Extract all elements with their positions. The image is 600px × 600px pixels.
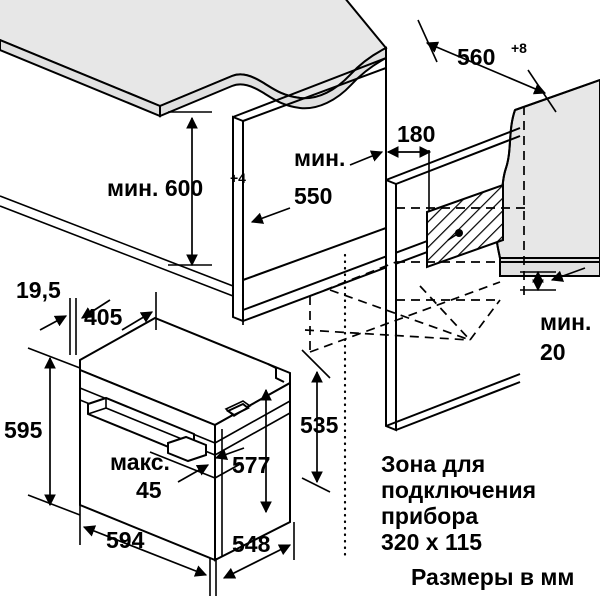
oven-panel-right-wrap-2 <box>214 412 291 456</box>
label-594: 594 <box>106 527 145 553</box>
dim-405-arrow-right <box>121 311 154 331</box>
annotation-line-1: Зона для <box>381 451 485 477</box>
label-595: 595 <box>4 417 43 443</box>
label-max-45-line1: макс. <box>110 449 170 475</box>
partition-panel <box>385 178 397 432</box>
niche-bottom-edge <box>242 227 387 281</box>
niche-left-panel <box>232 115 244 323</box>
hidden-line-6 <box>309 281 501 353</box>
dim-20-leader <box>550 267 586 282</box>
dim-535-ext-bot <box>301 477 331 493</box>
dim-405-arrow-left <box>80 299 111 319</box>
label-min-550-line2: 550 <box>294 183 332 209</box>
countertop-left-band <box>0 38 161 118</box>
hidden-line-8 <box>329 289 471 341</box>
oven-door-gap-line-2 <box>214 462 243 479</box>
countertop-group <box>0 0 388 118</box>
guide-line-lower-left <box>0 205 234 297</box>
dimension-lines <box>27 19 586 596</box>
dim-45-arrow <box>177 464 210 483</box>
annotation-zone-size: 320 x 115 <box>381 529 482 555</box>
partition-lower-edge <box>385 373 521 427</box>
oven-panel-right-wrap <box>214 400 291 444</box>
label-560: 560 <box>457 44 495 70</box>
dim-560-ext-1 <box>417 19 438 63</box>
hidden-line-9 <box>419 285 471 341</box>
label-577: 577 <box>232 452 270 478</box>
cabinet-structure <box>0 57 471 323</box>
label-max-45-line2: 45 <box>136 477 162 503</box>
dim-594-line <box>82 525 208 577</box>
wall-panel-top-edge <box>514 79 600 111</box>
dim-45-arrow-2 <box>214 447 245 461</box>
dim-595-ext-top <box>27 347 81 369</box>
partition-top-edge-2 <box>395 135 521 185</box>
guide-line-upper-left <box>0 195 234 287</box>
niche-top-edge-2 <box>242 67 387 122</box>
partition-lower-edge-2 <box>395 381 521 431</box>
label-min-20-line2: 20 <box>540 339 566 365</box>
label-535: 535 <box>300 412 339 438</box>
dimension-labels: мин. 600 +4 560 +8 мин. 550 180 мин. 20 … <box>4 40 591 557</box>
dim-550-arrow <box>250 207 291 224</box>
hidden-lines-group <box>242 196 530 353</box>
annotation-line-3: прибора <box>381 503 478 529</box>
dim-535-ext-top <box>301 349 331 379</box>
oven-handle-end <box>167 435 207 463</box>
label-min-20-line1: мин. <box>540 309 591 335</box>
label-min-550-line1: мин. <box>294 145 345 171</box>
hidden-line-4 <box>309 261 397 297</box>
oven-appliance <box>79 316 291 562</box>
oven-side-grip-outline <box>224 400 252 417</box>
connection-zone-box <box>426 183 504 269</box>
label-548: 548 <box>232 531 271 557</box>
partition-panel-group <box>385 127 521 432</box>
wall-panel-group <box>495 78 600 300</box>
wall-base-band <box>499 257 600 277</box>
label-560-tolerance: +8 <box>511 40 527 56</box>
dim-595-ext-bot <box>27 494 81 516</box>
niche-top-edge <box>232 57 387 118</box>
wall-panel <box>495 78 600 259</box>
partition-top-edge <box>385 127 521 181</box>
label-min-600-tolerance: +4 <box>230 170 246 186</box>
label-19-5: 19,5 <box>16 277 61 303</box>
dim-560-ext-2 <box>527 69 557 113</box>
annotation-block: Зона для подключения прибора 320 x 115 Р… <box>381 451 574 590</box>
dim-195-arrow <box>39 315 68 331</box>
label-405: 405 <box>84 304 123 330</box>
connection-zone-hatch <box>426 183 504 269</box>
dim-548-line <box>222 544 292 579</box>
hidden-line-11 <box>469 299 501 341</box>
oven-top-notch <box>267 363 285 383</box>
hidden-line-10 <box>304 329 471 341</box>
dim-560-line <box>425 41 547 95</box>
label-min-600: мин. 600 <box>107 175 203 201</box>
oven-handle-inner-line2 <box>105 407 195 445</box>
annotation-footer: Размеры в мм <box>411 564 574 590</box>
dim-550-arrow-top <box>349 150 384 166</box>
label-180: 180 <box>397 121 435 147</box>
annotation-line-2: подключения <box>381 477 536 503</box>
connection-zone-leader <box>447 232 460 241</box>
